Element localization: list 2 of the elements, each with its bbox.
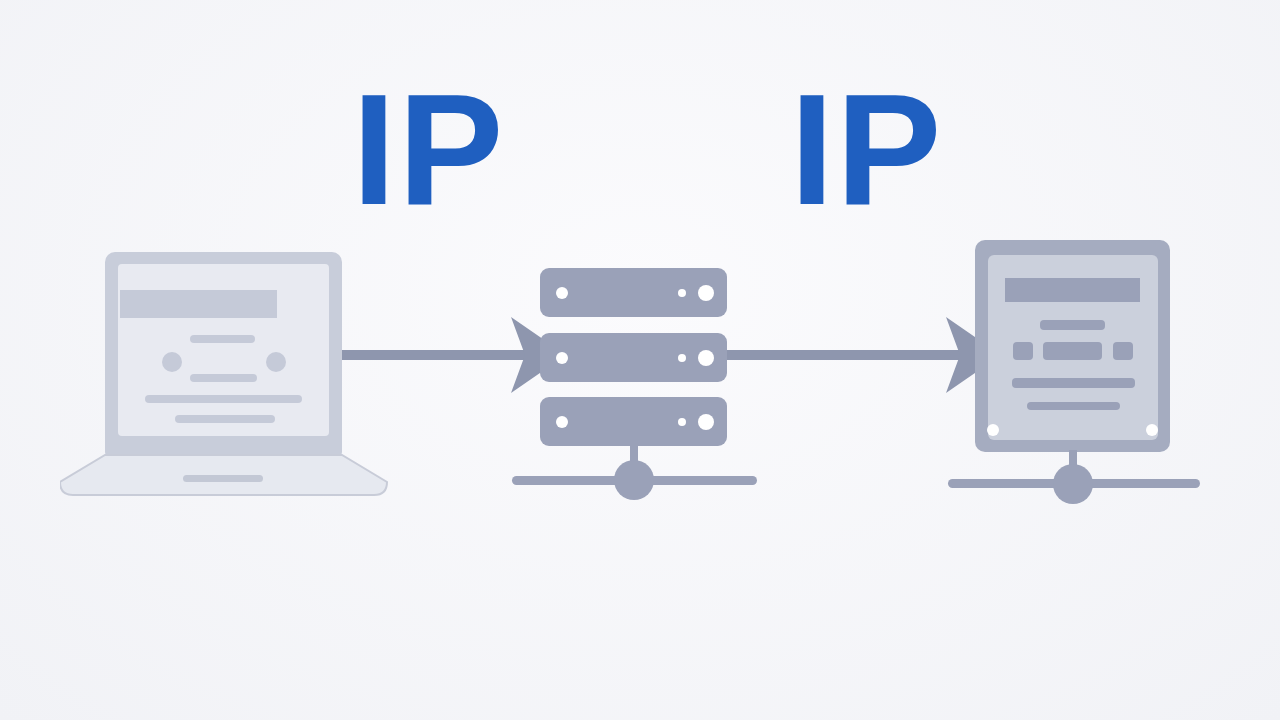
ip-label: IP — [352, 70, 506, 228]
ip-label: IP — [790, 70, 944, 228]
